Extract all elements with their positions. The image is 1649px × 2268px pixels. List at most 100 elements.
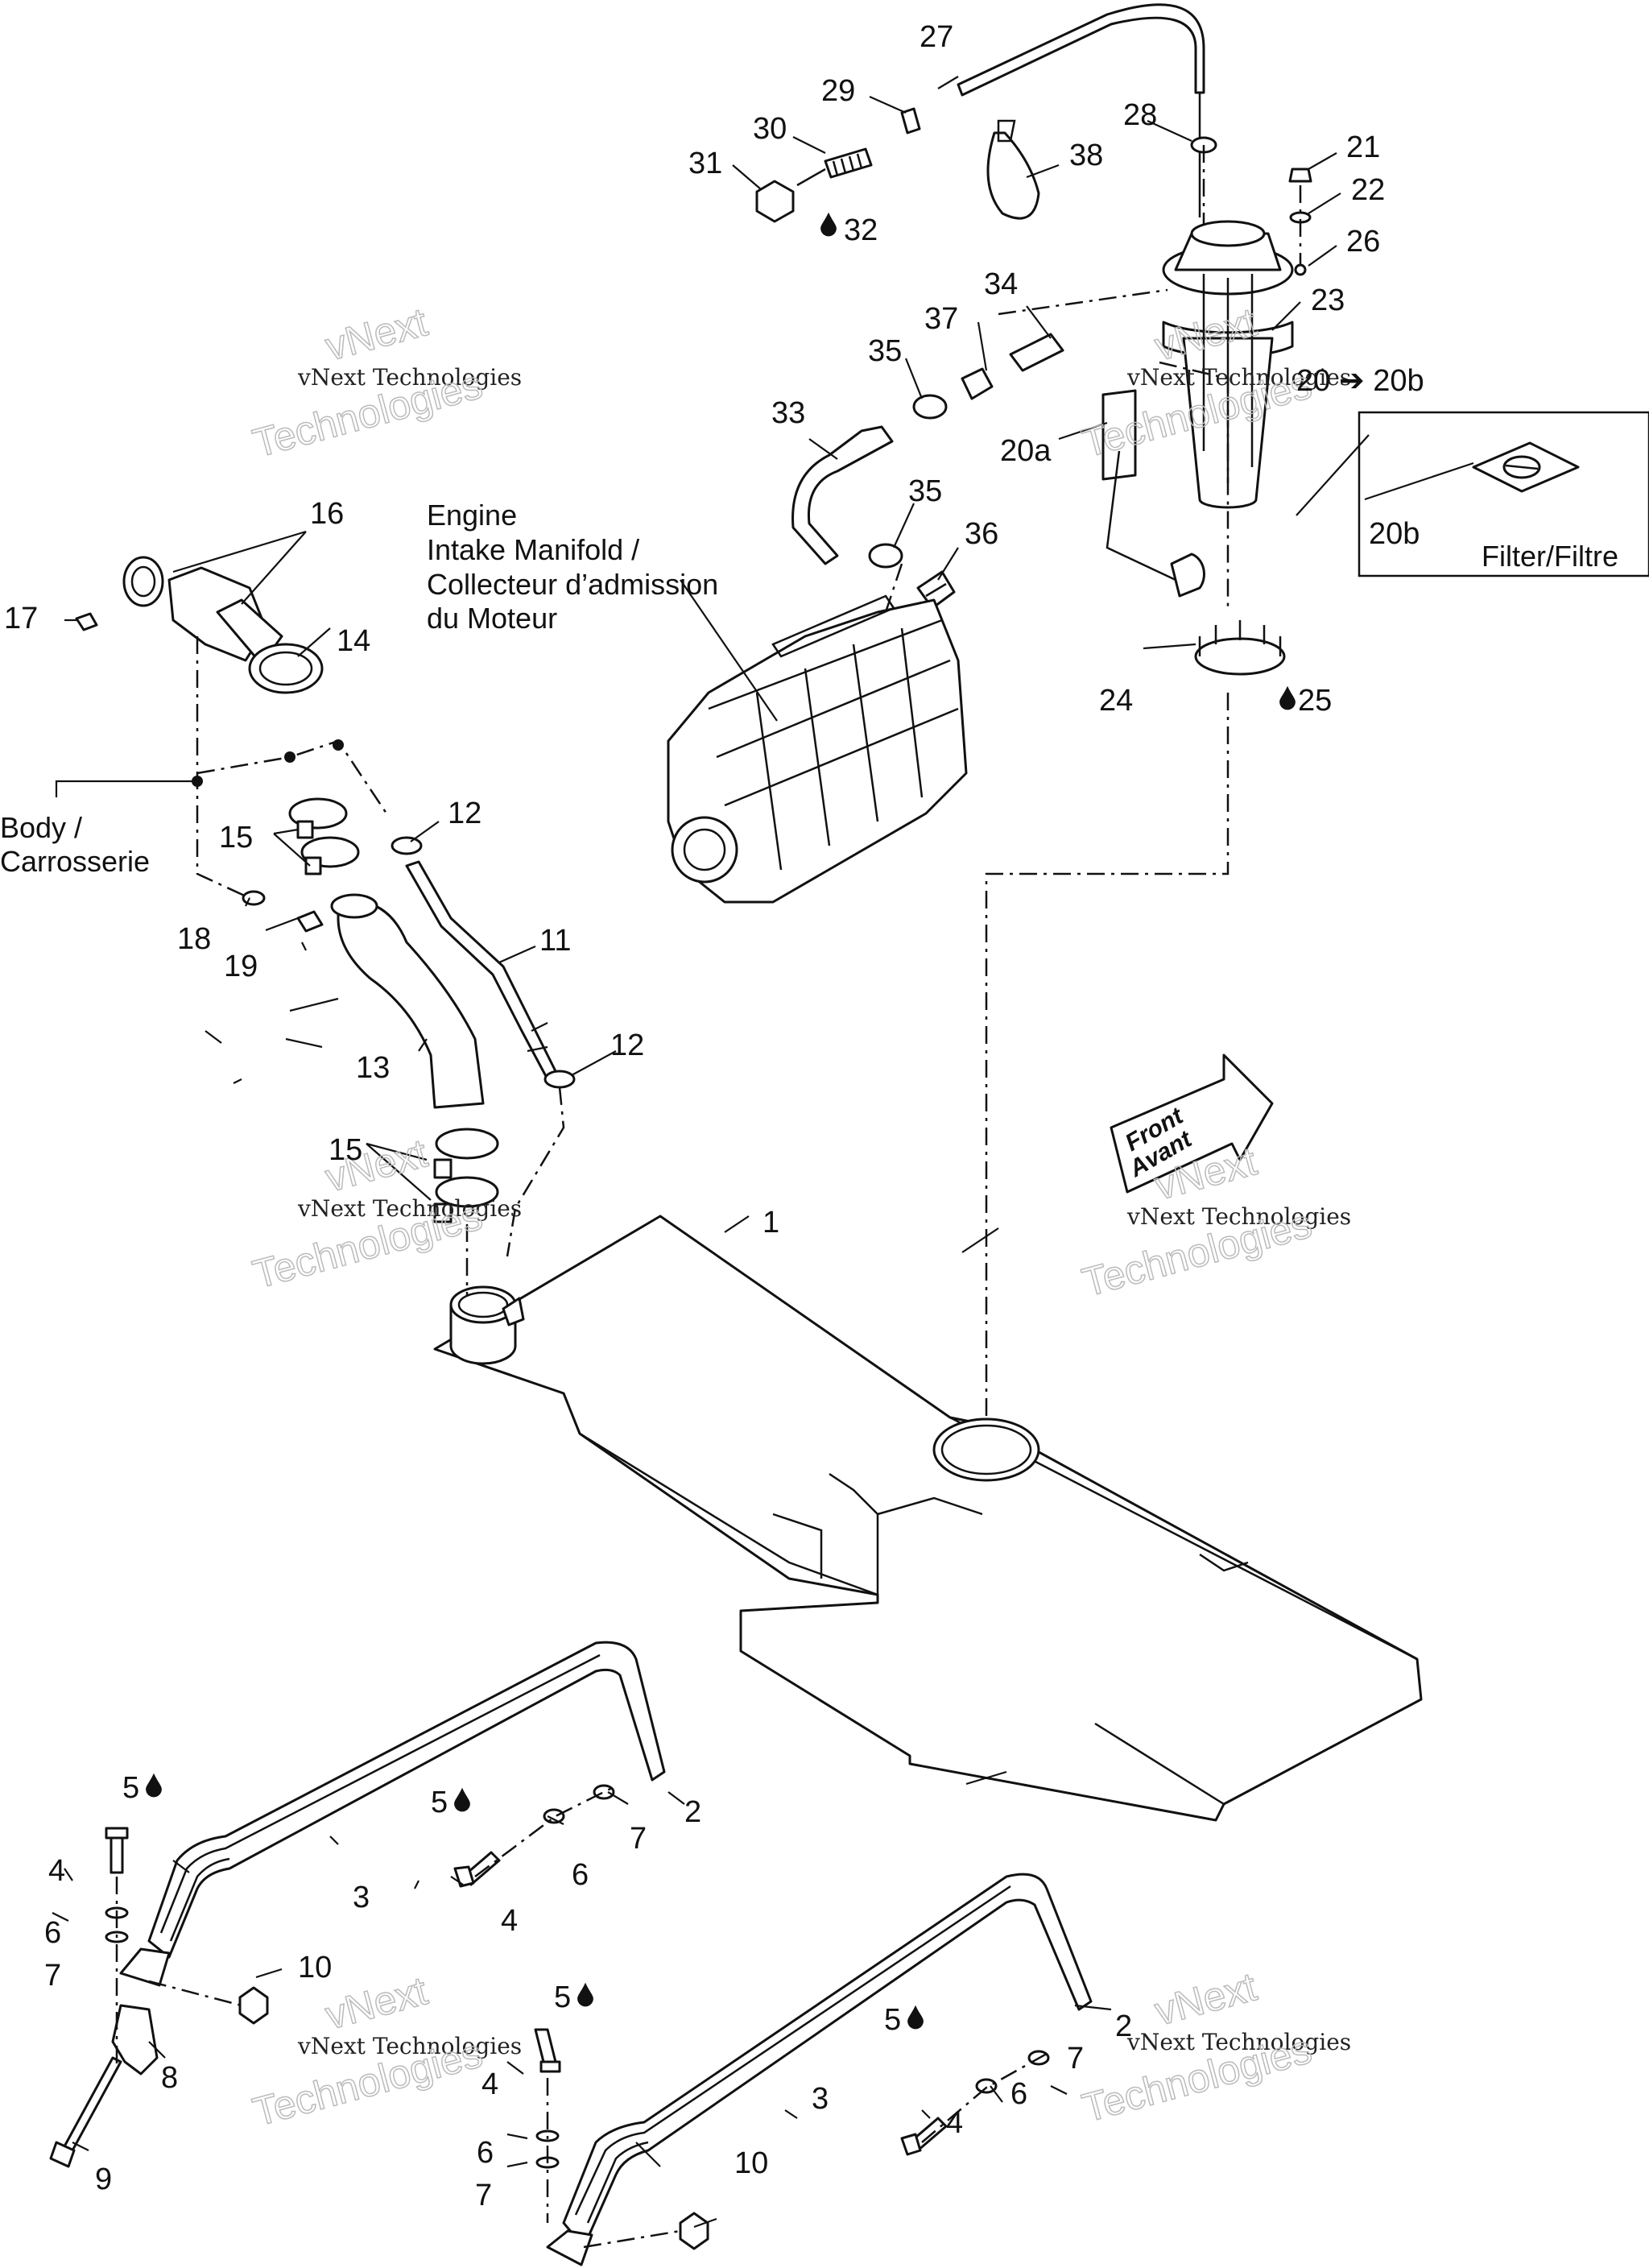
callout-10: 10 [734, 2146, 768, 2180]
screw-17 [75, 612, 98, 631]
engine-label: Engine Intake Manifold / Collecteur d’ad… [427, 499, 718, 635]
watermark-text: vNext Technologies [1126, 2029, 1351, 2055]
callout-30: 30 [753, 112, 787, 146]
callout-32: 32 [844, 213, 878, 247]
watermark-4: vNext Technologies vNext Technologies [1077, 1138, 1352, 1306]
callout-24: 24 [1099, 684, 1133, 718]
watermark-brand: vNext [320, 1968, 432, 2038]
leader-lines [52, 76, 1474, 2229]
callout-29: 29 [821, 74, 855, 108]
callout-12: 12 [448, 797, 481, 830]
engine-label-line: Intake Manifold / [427, 533, 639, 566]
callout-22: 22 [1351, 173, 1385, 207]
callout-20a: 20a [1000, 434, 1052, 468]
callout-6: 6 [1010, 2077, 1027, 2111]
clamps-15-lower [433, 1128, 499, 1223]
callout-15: 15 [219, 821, 253, 855]
filler-cap-assembly-16 [122, 556, 283, 666]
watermark-text: vNext Technologies [297, 364, 522, 391]
callout-7: 7 [630, 1822, 647, 1856]
callout-4: 4 [946, 2106, 963, 2140]
callout-5: 5 [122, 1771, 139, 1805]
watermark-text: vNext Technologies [1126, 1203, 1351, 1230]
callout-27: 27 [920, 20, 953, 54]
callout-15: 15 [329, 1133, 362, 1167]
droplet-icon [146, 1773, 162, 1798]
callout-6: 6 [572, 1858, 589, 1892]
watermark-text: vNext Technologies [297, 1195, 522, 1222]
callout-2: 2 [684, 1795, 701, 1829]
droplet-icon [577, 1982, 593, 2007]
callout-9: 9 [95, 2162, 112, 2196]
engine-label-line: Collecteur d’admission [427, 568, 718, 601]
droplet-icon [907, 2005, 924, 2030]
callout-5: 5 [884, 2003, 901, 2037]
clamps-35 [868, 394, 948, 569]
bracket-8-bolt-9 [49, 2004, 159, 2168]
watermark-text: vNext Technologies [1126, 364, 1351, 391]
watermark-5: vNext Technologies vNext Technologies [248, 1968, 523, 2136]
body-label: Body / Carrosserie [0, 811, 150, 878]
callout-7: 7 [1067, 2042, 1084, 2076]
callout-13: 13 [356, 1051, 390, 1085]
connector-37-34 [961, 333, 1064, 400]
callout-23: 23 [1311, 284, 1345, 317]
callout-12: 12 [610, 1028, 644, 1062]
filter-inset [1358, 411, 1649, 577]
callout-11: 11 [539, 924, 571, 958]
droplet-icon [1279, 685, 1296, 710]
droplet-icon [820, 212, 837, 237]
callout-10: 10 [298, 1951, 332, 1984]
engine-label-line: du Moteur [427, 602, 557, 635]
watermark-brand: vNext [320, 299, 432, 369]
callout-35: 35 [908, 474, 942, 508]
droplet-icon [454, 1787, 470, 1812]
engine-intake-manifold [667, 594, 968, 904]
watermark-6: vNext Technologies vNext Technologies [1077, 1964, 1352, 2132]
callout-14: 14 [337, 624, 370, 658]
callout-25: 25 [1298, 684, 1332, 718]
callout-3: 3 [353, 1881, 370, 1914]
watermark-1: vNext Technologies vNext Technologies [248, 299, 523, 467]
filler-hose-13 [330, 893, 485, 1109]
watermark-brand: vNext [1150, 1964, 1261, 2034]
callout-17: 17 [4, 602, 38, 635]
callout-34: 34 [984, 267, 1018, 301]
callout-7: 7 [475, 2179, 492, 2212]
bolts-4-washers-6-7 [105, 1784, 1050, 2169]
tie-38 [986, 119, 1040, 220]
nuts-10 [238, 1986, 709, 2250]
callout-20: 20 ➔ 20b [1296, 364, 1424, 398]
callout-1: 1 [763, 1206, 779, 1240]
callout-5: 5 [554, 1980, 571, 2014]
vent-line-27 [957, 3, 1205, 217]
watermark-text: vNext Technologies [297, 2033, 522, 2059]
washer-18-nut-19 [242, 890, 324, 933]
callout-37: 37 [924, 302, 958, 336]
fitting-29-30-31 [755, 107, 921, 223]
callout-36: 36 [965, 517, 998, 551]
fuel-pump-module [1101, 168, 1312, 676]
callout-5: 5 [431, 1786, 448, 1819]
callout-20b: 20b [1369, 517, 1420, 551]
callout-38: 38 [1069, 139, 1103, 172]
callout-19: 19 [224, 950, 258, 983]
callout-4: 4 [48, 1854, 65, 1888]
callout-28: 28 [1123, 98, 1157, 132]
callout-8: 8 [161, 2061, 178, 2095]
callout-21: 21 [1346, 130, 1380, 164]
callout-7: 7 [44, 1959, 61, 1993]
filter-label: Filter/Filtre [1482, 540, 1618, 573]
callout-4: 4 [481, 2067, 498, 2101]
tank-strap-lower [546, 1873, 1093, 2266]
fuel-tank [433, 1215, 1423, 1822]
callout-6: 6 [44, 1916, 61, 1950]
callout-35: 35 [868, 334, 902, 368]
callout-3: 3 [812, 2082, 829, 2116]
callout-4: 4 [501, 1904, 518, 1938]
engine-label-line: Engine [427, 499, 517, 532]
gasket-14 [248, 643, 324, 694]
callout-6: 6 [477, 2136, 494, 2170]
callout-18: 18 [177, 922, 211, 956]
